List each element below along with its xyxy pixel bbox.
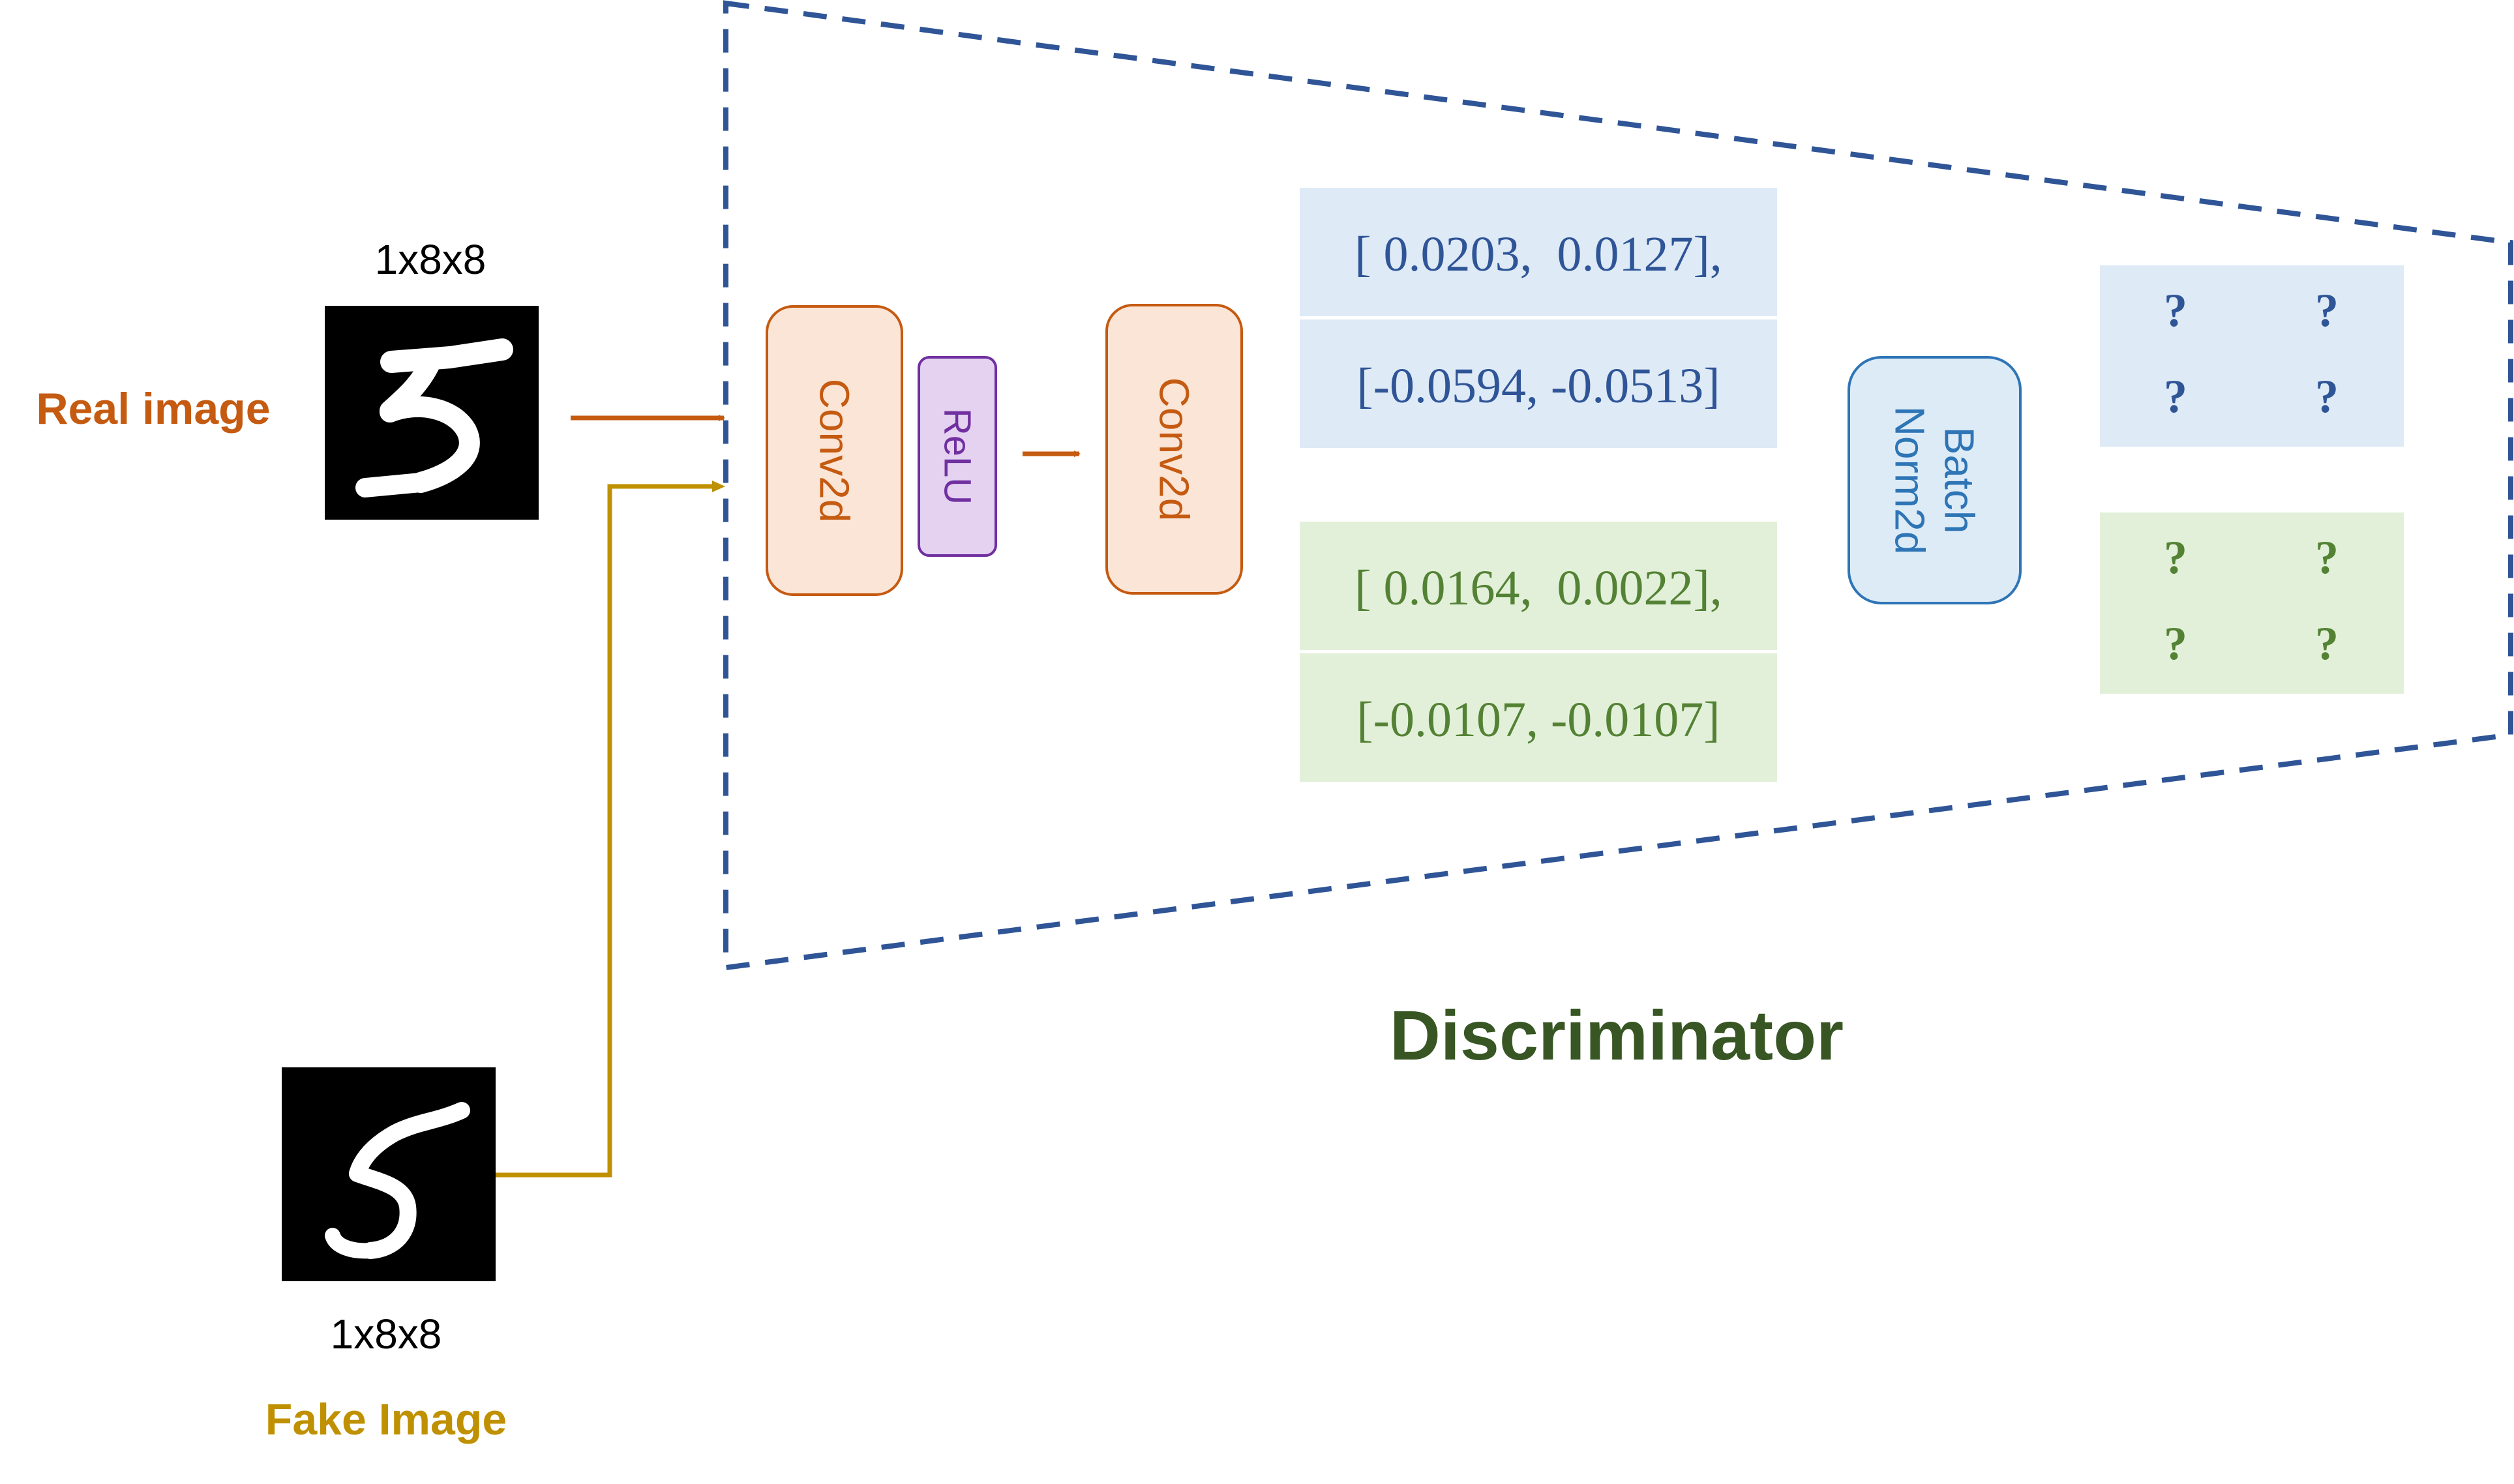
real-output-cell-2: ? — [2315, 284, 2339, 336]
fake-digit-image — [282, 1067, 496, 1281]
conv2d-layer-2-label: Conv2d — [1151, 378, 1198, 522]
fake-output-cell-3: ? — [2164, 617, 2187, 670]
batchnorm-label: Batch Norm2d — [1887, 406, 1983, 555]
real-digit-image — [325, 306, 539, 520]
fake-output-cell-2: ? — [2315, 531, 2339, 584]
fake-input-dims: 1x8x8 — [331, 1311, 442, 1358]
fake-input-arrowhead — [712, 481, 725, 492]
real-normalized-output: ? ? ? ? — [2100, 265, 2404, 447]
conv2d-layer-1 — [766, 305, 903, 596]
fake-output-cell-1: ? — [2164, 531, 2187, 584]
batchnorm-label-line-2: Norm2d — [1887, 406, 1934, 555]
real-output-cell-1: ? — [2164, 284, 2187, 336]
batchnorm-layer — [1848, 356, 2022, 604]
fake-input-label: Fake Image — [265, 1395, 507, 1444]
conv2d-layer-2 — [1105, 304, 1243, 595]
real-feature-row-1: [ 0.0203, 0.0127], — [1354, 227, 1722, 282]
relu-layer-label: ReLU — [936, 408, 979, 505]
fake-feature-row-1: [ 0.0164, 0.0022], — [1354, 561, 1722, 616]
fake-normalized-output: ? ? ? ? — [2100, 512, 2404, 694]
conv2d-layer-1-label: Conv2d — [811, 379, 858, 523]
fake-feature-map: [ 0.0164, 0.0022], [-0.0107, -0.0107] — [1300, 522, 1777, 782]
relu-layer — [918, 356, 997, 557]
real-feature-map: [ 0.0203, 0.0127], [-0.0594, -0.0513] — [1300, 188, 1777, 448]
real-output-cell-3: ? — [2164, 370, 2187, 423]
real-feature-row-2: [-0.0594, -0.0513] — [1356, 359, 1720, 413]
fake-input-connector — [496, 484, 712, 1178]
real-input-label: Real image — [36, 384, 270, 434]
discriminator-title: Discriminator — [1390, 996, 1844, 1075]
real-input-dims: 1x8x8 — [375, 236, 486, 283]
real-output-cell-4: ? — [2315, 370, 2339, 423]
fake-feature-row-2: [-0.0107, -0.0107] — [1356, 692, 1720, 747]
batchnorm-label-line-1: Batch — [1936, 427, 1983, 534]
fake-output-cell-4: ? — [2315, 617, 2339, 670]
